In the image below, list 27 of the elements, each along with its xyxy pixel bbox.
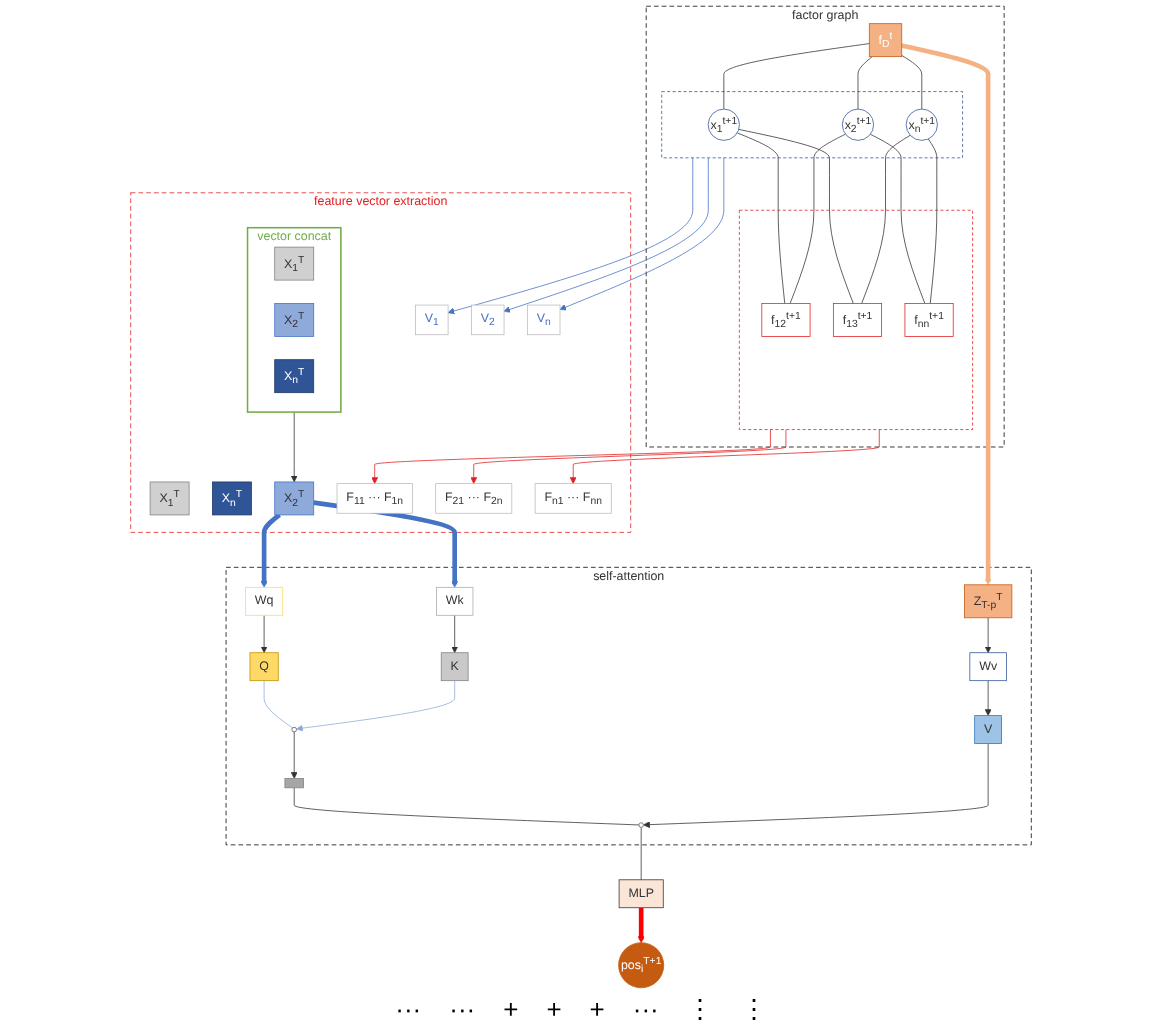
connector <box>870 133 926 304</box>
connector <box>736 132 786 304</box>
note-text: ⋮ <box>740 994 767 1028</box>
note-text: + <box>503 994 519 1028</box>
note-text: ··· <box>449 994 476 1028</box>
node-circle <box>291 726 297 733</box>
cluster <box>661 91 963 159</box>
note-text: ⋮ <box>686 994 713 1028</box>
note-text: + <box>546 994 562 1028</box>
cluster <box>738 209 973 430</box>
connector <box>927 138 938 304</box>
connector <box>738 129 854 304</box>
node-box <box>284 778 304 789</box>
connector <box>723 43 870 110</box>
connector <box>861 134 911 304</box>
arrow <box>637 907 645 943</box>
connector <box>789 133 846 304</box>
connector <box>293 787 640 826</box>
connector <box>640 827 642 881</box>
arrow <box>260 513 281 588</box>
connector <box>901 54 923 110</box>
node-circle <box>638 822 644 828</box>
note-text: ··· <box>395 994 422 1028</box>
connector <box>857 56 873 110</box>
note-text: + <box>589 994 605 1028</box>
connector <box>263 680 293 729</box>
note-text: ··· <box>632 994 659 1028</box>
